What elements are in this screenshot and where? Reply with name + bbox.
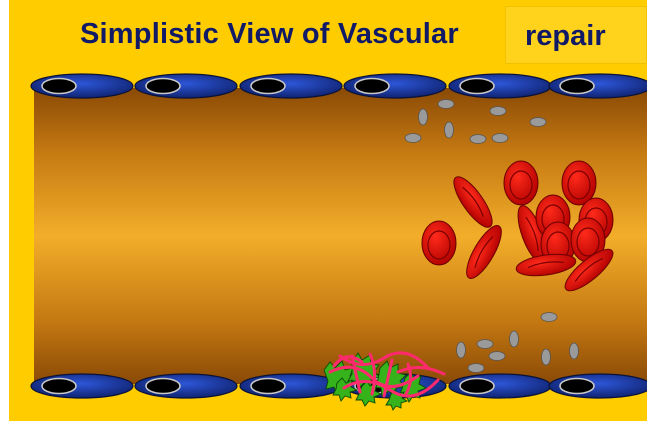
- platelet-icon: [489, 352, 505, 361]
- red-blood-cell-icon: [504, 161, 538, 205]
- endothelial-cell-icon: [549, 374, 647, 398]
- platelet-icon: [492, 134, 508, 143]
- platelet-icon: [419, 109, 428, 125]
- platelet-icon: [530, 118, 546, 127]
- endothelial-cell-icon: [449, 374, 551, 398]
- red-blood-cell-icon: [562, 161, 596, 205]
- endothelial-cell-icon: [240, 74, 342, 98]
- endothelial-cell-icon: [344, 74, 446, 98]
- red-blood-cell-icon: [422, 221, 456, 265]
- endothelial-cell-icon: [549, 74, 647, 98]
- endothelial-cell-icon: [31, 374, 133, 398]
- platelet-icon: [490, 107, 506, 116]
- endothelial-cell-icon: [449, 74, 551, 98]
- endothelial-cell-icon: [31, 74, 133, 98]
- platelet-icon: [541, 313, 557, 322]
- platelet-icon: [438, 100, 454, 109]
- platelet-icon: [457, 342, 466, 358]
- platelet-icon: [542, 349, 551, 365]
- platelet-icon: [477, 340, 493, 349]
- platelet-icon: [468, 364, 484, 373]
- platelet-icon: [405, 134, 421, 143]
- endothelial-cell-icon: [135, 74, 237, 98]
- platelet-icon: [445, 122, 454, 138]
- platelet-icon: [470, 135, 486, 144]
- platelet-icon: [570, 343, 579, 359]
- endothelial-cell-icon: [135, 374, 237, 398]
- platelet-icon: [510, 331, 519, 347]
